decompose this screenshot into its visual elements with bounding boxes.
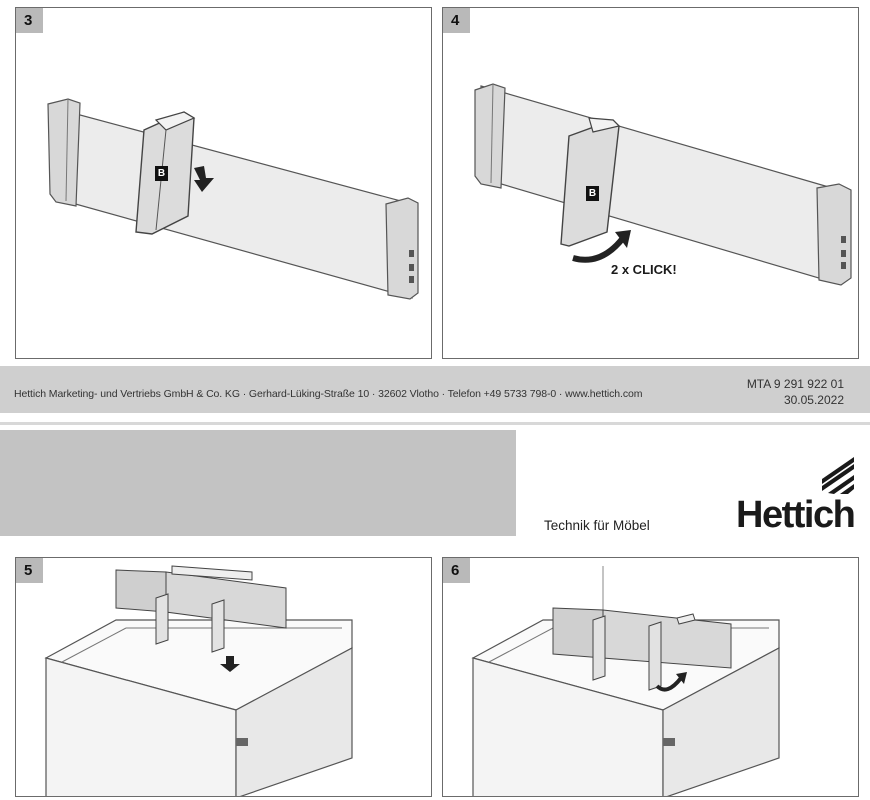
document-reference: MTA 9 291 922 01 30.05.2022: [747, 376, 844, 408]
step-5-panel: 5: [15, 557, 432, 797]
b-marker: B: [155, 166, 168, 181]
document-number: MTA 9 291 922 01: [746, 377, 844, 391]
step-number: 6: [443, 558, 470, 583]
drawer-insert-illustration: [44, 565, 353, 796]
header-gray-block: [0, 430, 516, 536]
b-marker: B: [586, 186, 599, 201]
divider-click-illustration: 2 x CLICK!: [474, 83, 852, 286]
drawer-installed-illustration: [471, 566, 780, 796]
step-6-panel: 6: [442, 557, 859, 797]
click-instruction: 2 x CLICK!: [611, 262, 677, 277]
step-3-panel: 3 B: [15, 7, 432, 359]
hettich-logo-mark: [822, 457, 854, 494]
footer-band: [0, 366, 870, 413]
step-number: 4: [443, 8, 470, 33]
step-number: 5: [16, 558, 43, 583]
step-4-panel: 4 2 x CLICK! B: [442, 7, 859, 359]
brand-logo-text: Hettich: [736, 494, 856, 536]
document-date: 30.05.2022: [783, 393, 844, 407]
company-address: Hettich Marketing- und Vertriebs GmbH & …: [14, 388, 643, 400]
step-number: 3: [16, 8, 43, 33]
separator-rule: [0, 422, 870, 425]
divider-insert-illustration: [47, 98, 419, 300]
brand-tagline: Technik für Möbel: [544, 518, 650, 533]
